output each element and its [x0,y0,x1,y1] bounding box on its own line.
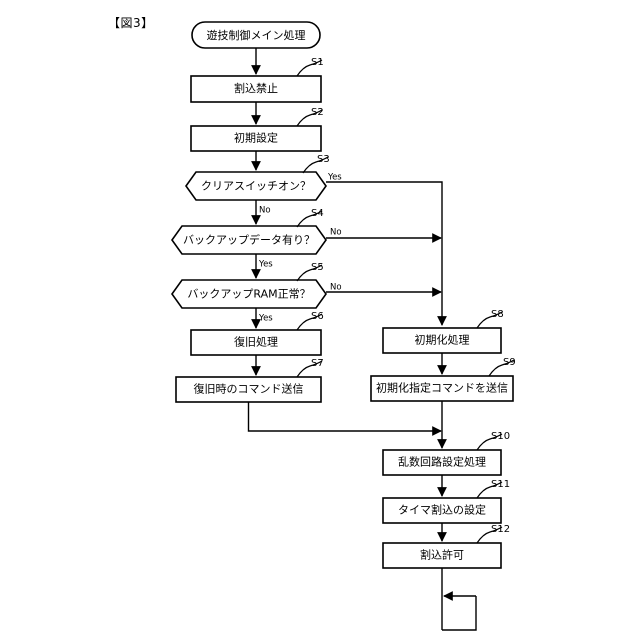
edge-loop-return [442,596,477,631]
node-s12-label: 割込許可 [420,548,464,562]
edge-label-s4-yes: Yes [258,260,273,270]
node-s5-label: バックアップRAM正常？ [187,288,310,301]
node-s2-label: 初期設定 [234,131,278,145]
node-s11-label: タイマ割込の設定 [398,503,486,517]
node-s2: 初期設定 S2 [190,107,324,152]
node-start-label: 遊技制御メイン処理 [207,28,306,42]
node-s5: バックアップRAM正常？ S5 No Yes [171,262,342,324]
node-s6-label: 復旧処理 [234,336,278,349]
step-label-s7: S7 [311,358,324,369]
node-s3-label: クリアスイッチオン？ [201,180,311,193]
step-label-s1: S1 [311,57,324,68]
node-s1: 割込禁止 S1 [190,57,324,103]
edge-s7-to-merge [247,402,442,436]
step-label-s6: S6 [311,311,324,322]
figure-number-label: 【図3】 [108,16,154,30]
step-label-s12: S12 [491,524,510,535]
node-s10-label: 乱数回路設定処理 [398,455,486,469]
step-label-s8: S8 [491,309,504,320]
step-label-s3: S3 [317,154,330,165]
node-start: 遊技制御メイン処理 [191,21,321,49]
node-s8-label: 初期化処理 [415,333,470,347]
edge-label-s5-no: No [330,283,342,293]
node-s3: クリアスイッチオン？ S3 Yes No [185,154,342,216]
edge-label-s4-no: No [330,228,342,238]
step-label-s10: S10 [491,431,510,442]
edge-s3-yes-to-s8 [326,181,447,326]
node-s4-label: バックアップデータ有り？ [183,233,315,247]
node-s11: タイマ割込の設定 S11 [382,479,510,524]
step-label-s5: S5 [311,262,324,273]
node-s12: 割込許可 S12 [382,524,510,569]
node-s4: バックアップデータ有り？ S4 No Yes [171,208,342,270]
node-s7: 復旧時のコマンド送信 S7 [175,358,324,403]
edge-label-s3-yes: Yes [327,173,342,183]
node-s8: 初期化処理 S8 [382,309,504,354]
step-label-s9: S9 [503,357,516,368]
edge-label-s5-yes: Yes [258,314,273,324]
node-s9-label: 初期化指定コマンドを送信 [376,381,508,395]
step-label-s11: S11 [491,479,510,490]
step-label-s2: S2 [311,107,324,118]
node-s6: 復旧処理 S6 [190,311,324,356]
node-s9: 初期化指定コマンドを送信 S9 [370,357,516,402]
edge-label-s3-no: No [259,206,271,216]
step-label-s4: S4 [311,208,324,219]
node-s10: 乱数回路設定処理 S10 [382,431,510,476]
node-s1-label: 割込禁止 [234,81,278,95]
node-s7-label: 復旧時のコマンド送信 [194,382,304,396]
